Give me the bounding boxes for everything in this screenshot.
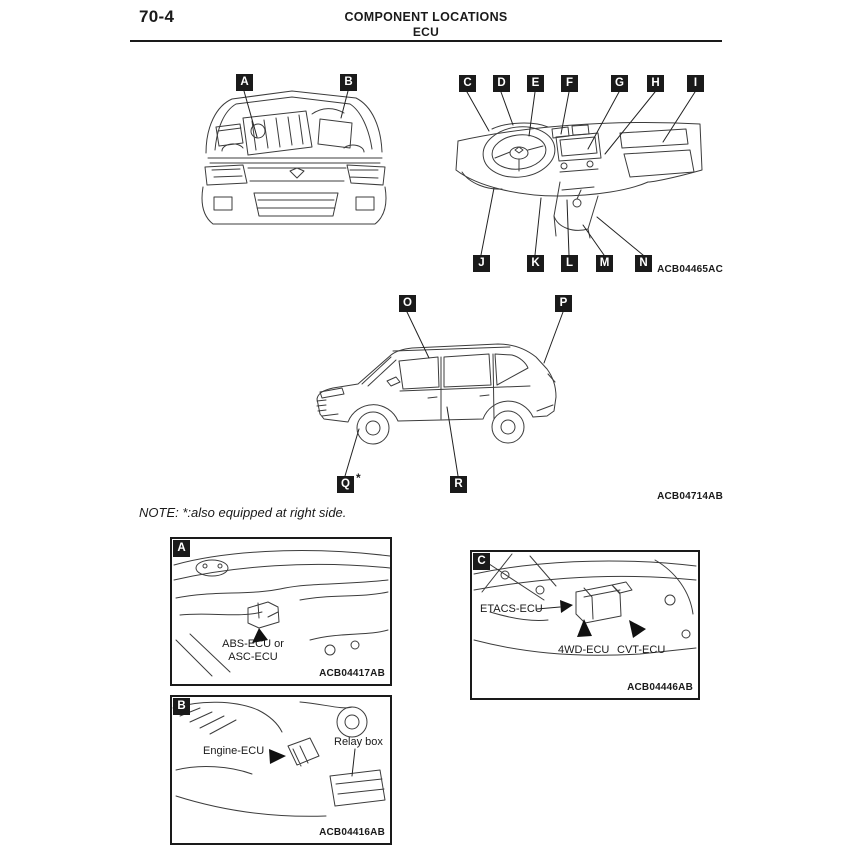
callout-n: N — [635, 255, 652, 272]
vehicle-footnote-asterisk: * — [356, 471, 361, 485]
detail-box-c-label: C — [473, 553, 490, 570]
callout-i: I — [687, 75, 704, 92]
page-subtitle: ECU — [412, 25, 440, 39]
engine-bay-drawing — [201, 90, 387, 225]
callout-l: L — [561, 255, 578, 272]
callout-a: A — [236, 74, 253, 91]
callout-k: K — [527, 255, 544, 272]
figure-code-overview: ACB04465AC — [657, 264, 723, 275]
callout-b: B — [340, 74, 357, 91]
detail-box-c-code: ACB04446AB — [627, 682, 693, 693]
dashboard-drawing — [455, 91, 703, 256]
callout-d: D — [493, 75, 510, 92]
callout-j: J — [473, 255, 490, 272]
callout-e: E — [527, 75, 544, 92]
engine-ecu-label: Engine-ECU — [203, 745, 265, 757]
detail-box-c: C ACB04446AB — [470, 550, 700, 700]
detail-box-a-label: A — [173, 540, 190, 557]
abs-ecu-label-line1: ABS-ECU or — [222, 638, 284, 650]
detail-c-drawing — [473, 553, 697, 656]
callout-f: F — [561, 75, 578, 92]
callout-o: O — [399, 295, 416, 312]
figure-code-vehicle: ACB04714AB — [657, 491, 723, 502]
detail-a-drawing — [173, 550, 391, 677]
detail-box-b-label: B — [173, 698, 190, 715]
detail-box-a-code: ACB04417AB — [319, 668, 385, 679]
callout-c: C — [459, 75, 476, 92]
detail-b-drawing — [172, 701, 386, 817]
callout-m: M — [596, 255, 613, 272]
detail-box-a: A ACB04417AB — [170, 537, 392, 686]
detail-box-b-code: ACB04416AB — [319, 827, 385, 838]
callout-g: G — [611, 75, 628, 92]
etacs-ecu-label: ETACS-ECU — [480, 603, 543, 615]
callout-p: P — [555, 295, 572, 312]
abs-ecu-label: ABS-ECU or ASC-ECU — [195, 638, 311, 664]
page-title: COMPONENT LOCATIONS — [344, 10, 508, 24]
callout-q: Q — [337, 476, 354, 493]
cvt-ecu-label: CVT-ECU — [617, 644, 666, 656]
fourwd-ecu-label: 4WD-ECU — [558, 644, 610, 656]
vehicle-drawing — [316, 311, 564, 477]
callout-r: R — [450, 476, 467, 493]
callout-h: H — [647, 75, 664, 92]
header-rule — [130, 40, 722, 42]
note-text: NOTE: *:also equipped at right side. — [139, 505, 347, 520]
page-number: 70-4 — [139, 7, 175, 26]
relay-box-label: Relay box — [334, 736, 383, 748]
detail-box-b: B ACB04416AB — [170, 695, 392, 845]
abs-ecu-label-line2: ASC-ECU — [228, 651, 278, 663]
